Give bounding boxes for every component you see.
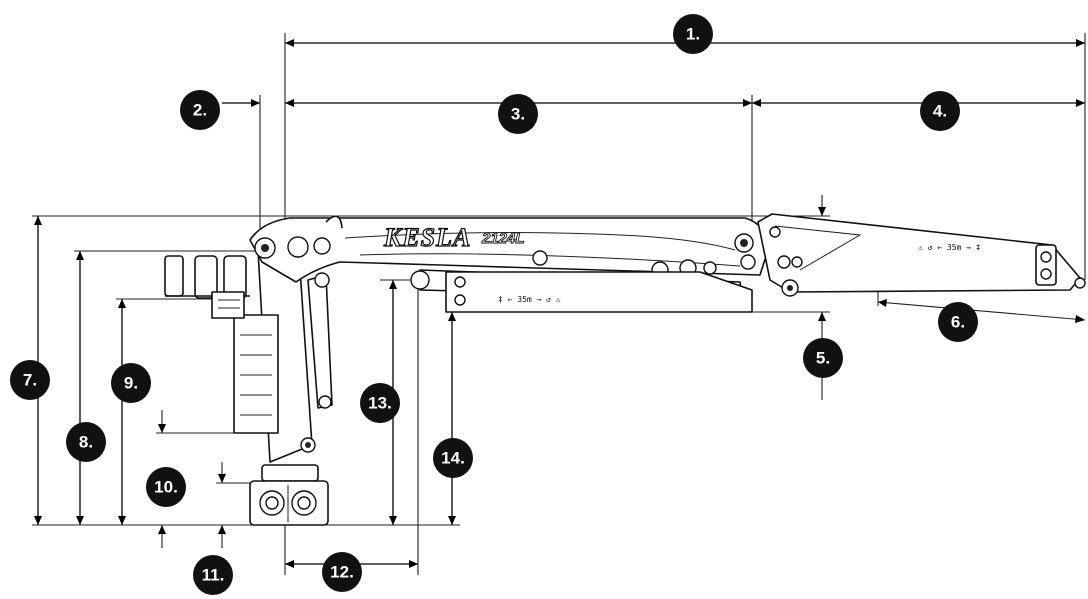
- svg-text:10.: 10.: [154, 478, 178, 497]
- boom-label-ext: ⚠ ↺ ← 35m → ‡: [918, 243, 981, 252]
- svg-text:11.: 11.: [202, 566, 225, 585]
- extension-boom: ⚠ ↺ ← 35m → ‡: [757, 213, 1086, 297]
- svg-text:3.: 3.: [511, 105, 525, 124]
- brand-logo: KESLA: [383, 223, 471, 252]
- callout-9: 9.: [111, 363, 151, 403]
- svg-text:6.: 6.: [951, 313, 965, 332]
- model-label: 2124L: [481, 230, 525, 247]
- callout-3: 3.: [498, 94, 538, 134]
- dimension-lines: [32, 33, 1086, 575]
- svg-text:5.: 5.: [816, 349, 830, 368]
- svg-text:14.: 14.: [441, 449, 465, 468]
- lift-cylinder: [307, 272, 333, 409]
- svg-text:4.: 4.: [933, 102, 947, 121]
- callout-6: 6.: [938, 302, 978, 342]
- crane-column: [233, 239, 316, 463]
- callout-12: 12.: [322, 552, 362, 592]
- svg-text:7.: 7.: [23, 371, 37, 390]
- callout-10: 10.: [146, 467, 186, 507]
- crane-drawing: KESLA 2124L ‡ ← 35m → ↺ ⚠: [164, 213, 1086, 526]
- callout-11: 11.: [193, 555, 233, 595]
- svg-text:2.: 2.: [193, 101, 207, 120]
- main-boom: KESLA 2124L: [249, 215, 769, 283]
- callout-2: 2.: [180, 90, 220, 130]
- svg-text:12.: 12.: [330, 563, 354, 582]
- svg-text:9.: 9.: [124, 374, 138, 393]
- callout-7: 7.: [10, 360, 50, 400]
- callout-13: 13.: [360, 383, 400, 423]
- callout-8: 8.: [66, 422, 106, 462]
- callout-5: 5.: [803, 338, 843, 378]
- svg-text:1.: 1.: [686, 25, 700, 44]
- inner-boom: ‡ ← 35m → ↺ ⚠: [445, 271, 753, 313]
- callouts: 1. 2. 3. 4. 5. 6. 7. 8.: [10, 14, 978, 595]
- callout-14: 14.: [433, 438, 473, 478]
- callout-4: 4.: [920, 91, 960, 131]
- control-stand: [164, 255, 250, 319]
- svg-text:8.: 8.: [79, 433, 93, 452]
- svg-text:13.: 13.: [368, 394, 392, 413]
- crane-base: [249, 464, 329, 526]
- boom-label-main: ‡ ← 35m → ↺ ⚠: [498, 295, 561, 304]
- callout-1: 1.: [673, 14, 713, 54]
